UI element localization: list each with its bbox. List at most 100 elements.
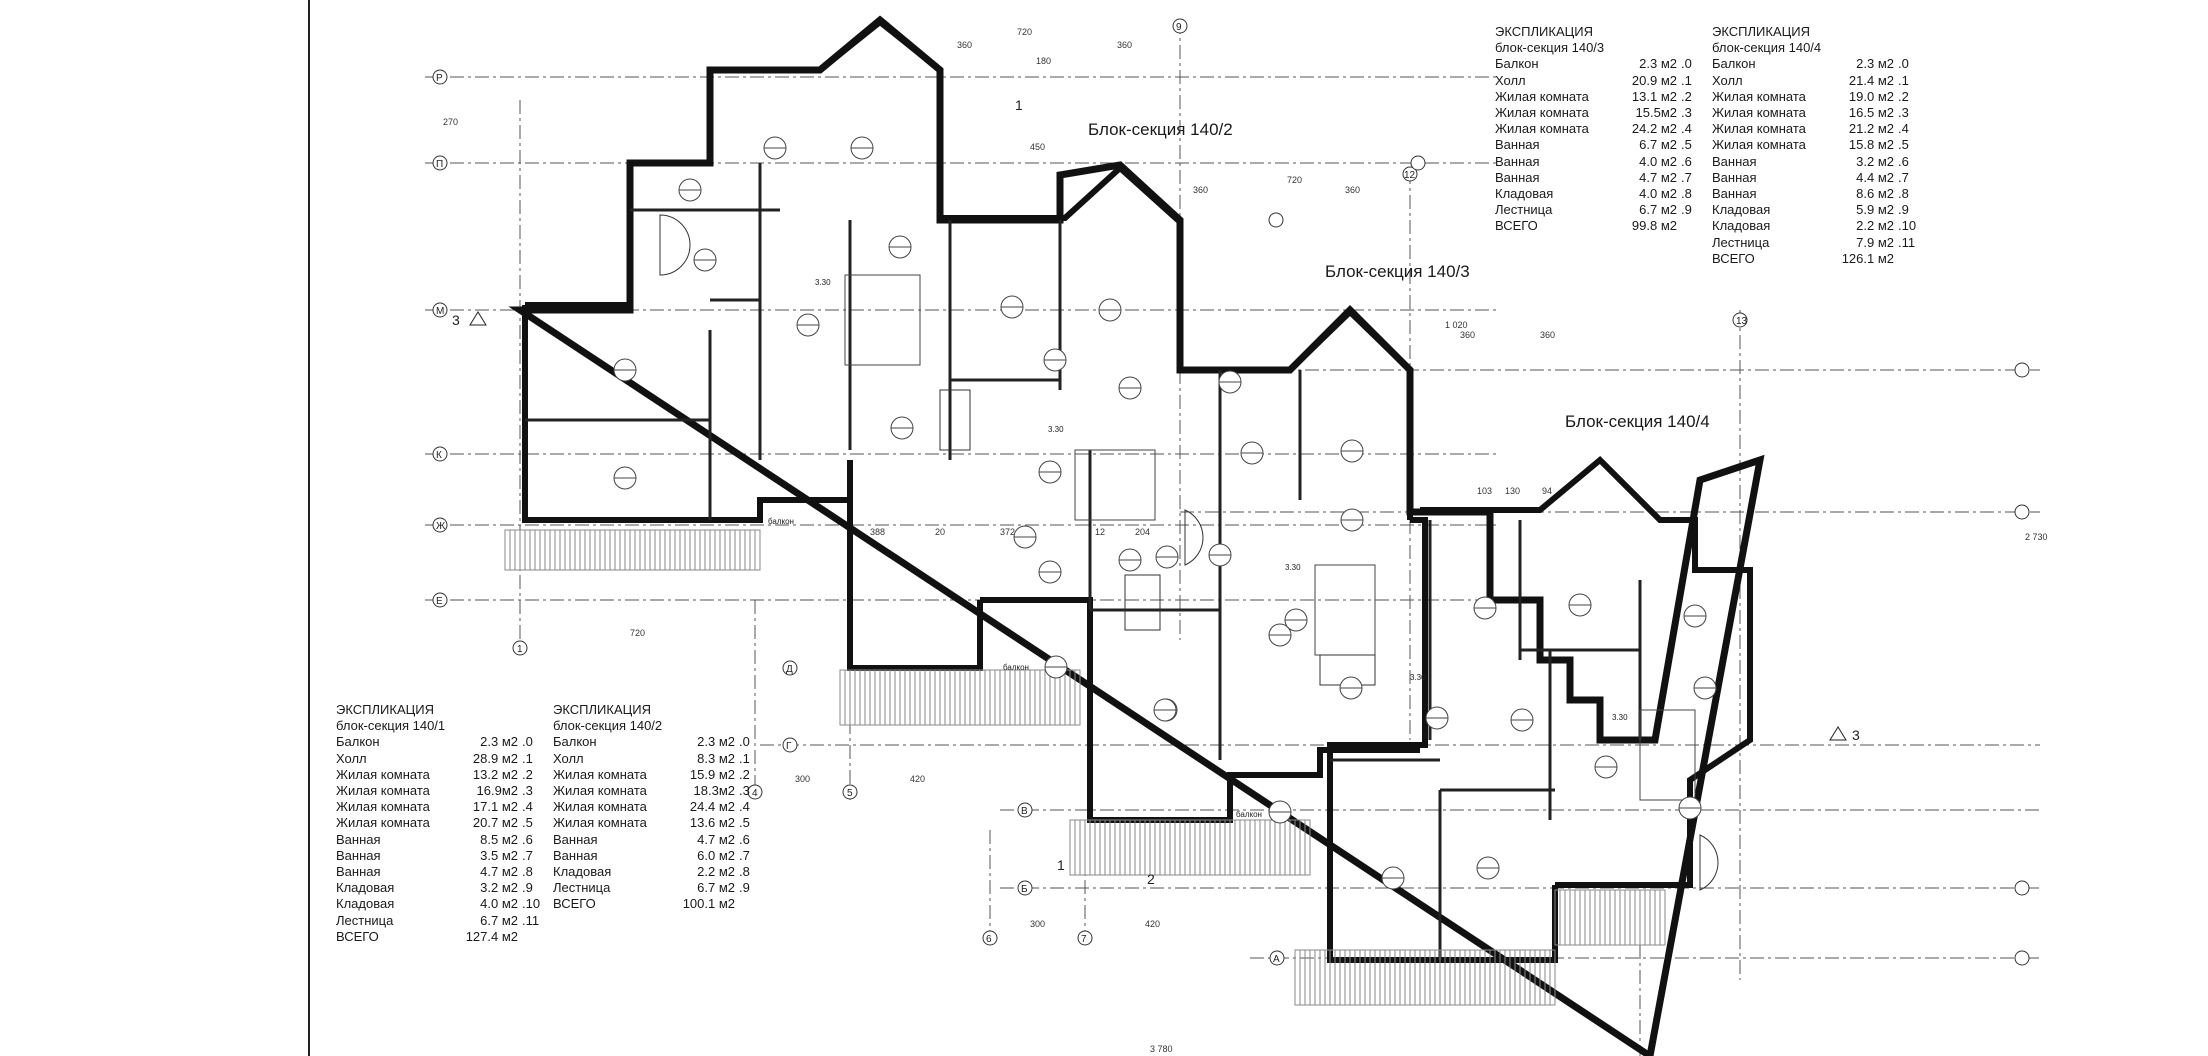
axis-label: А [1273, 954, 1280, 965]
room-area: 4.7 м2 [1639, 169, 1677, 185]
room-area: 3.2 м2 [1856, 153, 1894, 169]
dimension-text: 300 [1030, 919, 1045, 929]
dimension-text: 12 [1095, 527, 1105, 537]
room-name: Жилая комната [336, 799, 430, 815]
room-code: .6 [1898, 153, 1909, 169]
room-code: .6 [739, 831, 750, 847]
bathtubs [659, 214, 1719, 891]
room-area: 20.9 м2 [1631, 72, 1677, 88]
room-area: 2.2 м2 [1856, 218, 1894, 234]
room-code: .9 [1681, 202, 1692, 218]
explication-subheading: блок-секция 140/1 [336, 718, 446, 734]
room-area: 15.8 м2 [1848, 137, 1894, 153]
room-code: .4 [522, 799, 533, 815]
room-area: 2.3 м2 [1856, 56, 1894, 72]
room-name: Лестница [1712, 234, 1770, 250]
dimension-text: 360 [1193, 185, 1208, 195]
room-name: Ванная [553, 831, 598, 847]
room-name: ВСЕГО [1712, 250, 1755, 266]
drawing-sheet [308, 0, 2174, 1056]
section-mark: 3 [452, 312, 460, 328]
explication-subheading: блок-секция 140/4 [1712, 40, 1822, 56]
room-area: 21.2 м2 [1848, 121, 1894, 137]
room-area: 2.3 м2 [480, 734, 518, 750]
room-name: Жилая комната [553, 799, 647, 815]
room-area: 16.5 м2 [1848, 105, 1894, 121]
explication-heading: ЭКСПЛИКАЦИЯ [1712, 24, 1810, 39]
room-area: 4.0 м2 [1639, 186, 1677, 202]
room-code: .5 [1898, 137, 1909, 153]
room-code: .6 [1681, 153, 1692, 169]
section-title-140-4: Блок-секция 140/4 [1565, 412, 1710, 431]
room-name: Кладовая [336, 880, 395, 896]
room-area: 15.9 м2 [689, 766, 735, 782]
dimension-text: 20 [935, 527, 945, 537]
room-code: .0 [739, 734, 750, 750]
room-name: Жилая комната [336, 815, 430, 831]
room-name: Ванная [336, 847, 381, 863]
room-code: .5 [739, 815, 750, 831]
room-area: 6.0 м2 [697, 847, 735, 863]
room-name: Кладовая [336, 896, 395, 912]
explication-heading: ЭКСПЛИКАЦИЯ [336, 702, 434, 717]
section-marks: 3 1 1 2 3 [452, 97, 1860, 887]
room-code: .2 [1898, 88, 1909, 104]
axis-letters: Р П М К Ж Е Д Г В Б А 9 12 1 4 5 6 7 13 [436, 22, 1748, 965]
stairs [844, 274, 1696, 801]
room-area: 13.2 м2 [472, 766, 518, 782]
room-area: 15.5м2 [1635, 105, 1677, 121]
room-area: 24.4 м2 [689, 799, 735, 815]
room-area: 18.3м2 [693, 783, 735, 799]
room-name: Кладовая [1495, 186, 1554, 202]
dimension-text: 103 [1477, 486, 1492, 496]
room-code: .1 [522, 750, 533, 766]
room-name: Холл [1495, 72, 1526, 88]
dimension-text: 94 [1542, 486, 1552, 496]
level-mark: 3.30 [1410, 673, 1426, 682]
dimension-text: 360 [1117, 40, 1132, 50]
explication-row: Ванная 3.2 м2.6 [1712, 154, 1916, 170]
room-area: 28.9 м2 [472, 750, 518, 766]
room-name: Холл [553, 750, 584, 766]
room-area: 20.7 м2 [472, 815, 518, 831]
room-area: 7.9 м2 [1856, 234, 1894, 250]
section-mark: 1 [1057, 857, 1065, 873]
dimension-text: 720 [1287, 175, 1302, 185]
room-area: 5.9 м2 [1856, 202, 1894, 218]
dimension-text: 1 020 [1445, 320, 1468, 330]
axis-label: Д [786, 664, 793, 675]
room-name: Жилая комната [1712, 88, 1806, 104]
room-name: Жилая комната [1495, 88, 1589, 104]
room-area: 3.5 м2 [480, 847, 518, 863]
room-area: 4.4 м2 [1856, 169, 1894, 185]
dimension-text: 372 [1000, 527, 1015, 537]
room-name: Ванная [1712, 186, 1757, 202]
axis-label: 12 [1404, 170, 1416, 181]
room-area: 4.0 м2 [1639, 153, 1677, 169]
room-area: 2.3 м2 [697, 734, 735, 750]
room-name: Кладовая [1712, 202, 1771, 218]
room-area: 13.1 м2 [1631, 88, 1677, 104]
axis-label: 4 [752, 788, 758, 799]
room-code: .2 [1681, 88, 1692, 104]
room-name: Жилая комната [553, 766, 647, 782]
room-name: Ванная [1712, 153, 1757, 169]
room-area: 2.2 м2 [697, 864, 735, 880]
axis-label: 6 [986, 934, 992, 945]
room-area: 127.4 м2 [465, 928, 518, 944]
